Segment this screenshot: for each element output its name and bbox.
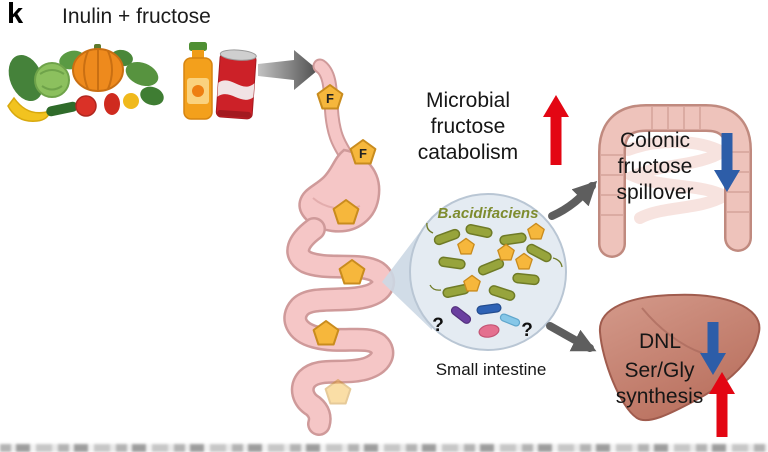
yellow-fruit-icon xyxy=(123,93,139,109)
leafy-greens-icon xyxy=(8,54,44,102)
fructose-pentagon xyxy=(312,320,340,346)
liver-lobe-line xyxy=(641,307,703,354)
fructose-letter: F xyxy=(359,146,367,161)
liver-illustration xyxy=(598,293,761,422)
bacteria-cluster: ? ? xyxy=(426,222,563,341)
cabbage-icon xyxy=(39,69,65,91)
colon-inner-coil xyxy=(619,136,737,224)
flagella-lines xyxy=(426,222,563,291)
purple-bacterium-icon xyxy=(450,306,472,324)
down-arrow-colonic xyxy=(714,133,740,192)
label-small-intestine: Small intestine xyxy=(435,360,547,379)
cropped-caption-strip xyxy=(0,444,768,452)
tomato-icon xyxy=(75,95,97,117)
banana-icon xyxy=(7,96,52,122)
pink-bacterium-icon xyxy=(478,324,500,338)
down-arrow-dnl xyxy=(700,322,726,375)
label-ser-gly-synthesis: Ser/Gly synthesis xyxy=(615,359,704,408)
esophagus-path-fill xyxy=(314,60,350,158)
juice-bottle-icon xyxy=(183,42,213,120)
colon-frame-fill xyxy=(600,106,750,256)
arrow-to-colon xyxy=(548,180,598,220)
produce-pile-illustration xyxy=(7,44,164,122)
up-arrow-sergly xyxy=(709,372,735,437)
figure-title: Inulin + fructose xyxy=(62,5,211,28)
leafy-greens-icon xyxy=(140,86,164,106)
question-mark-right: ? xyxy=(521,320,533,341)
label-colonic-spillover: Colonic fructose spillover xyxy=(616,129,694,204)
fructose-letter: F xyxy=(326,91,334,106)
label-dnl: DNL xyxy=(638,330,681,353)
pepper-icon xyxy=(104,93,120,115)
digestive-tract-illustration xyxy=(283,58,396,436)
arrow-to-liver xyxy=(546,322,597,352)
cucumber-icon xyxy=(46,101,78,117)
intake-arrow-icon xyxy=(258,50,318,90)
up-arrow-microbial xyxy=(543,95,569,165)
leaf-icon xyxy=(125,61,159,87)
lightblue-bacterium-icon xyxy=(499,313,521,327)
pumpkin-ridges xyxy=(83,49,113,91)
green-bacterium-icon xyxy=(511,272,541,286)
blue-bacterium-icon xyxy=(476,303,502,315)
label-microbial-catabolism: Microbial fructose catabolism xyxy=(417,89,519,164)
liver-shape xyxy=(598,293,761,422)
panel-label: k xyxy=(7,0,24,30)
soda-can-icon xyxy=(215,49,257,120)
label-bacteria-species: B.acidifaciens xyxy=(437,205,539,222)
question-mark-left: ? xyxy=(432,315,444,336)
cabbage-icon xyxy=(34,62,70,98)
fructose-pentagons: F F xyxy=(312,84,377,405)
colon-illustration xyxy=(598,104,752,258)
